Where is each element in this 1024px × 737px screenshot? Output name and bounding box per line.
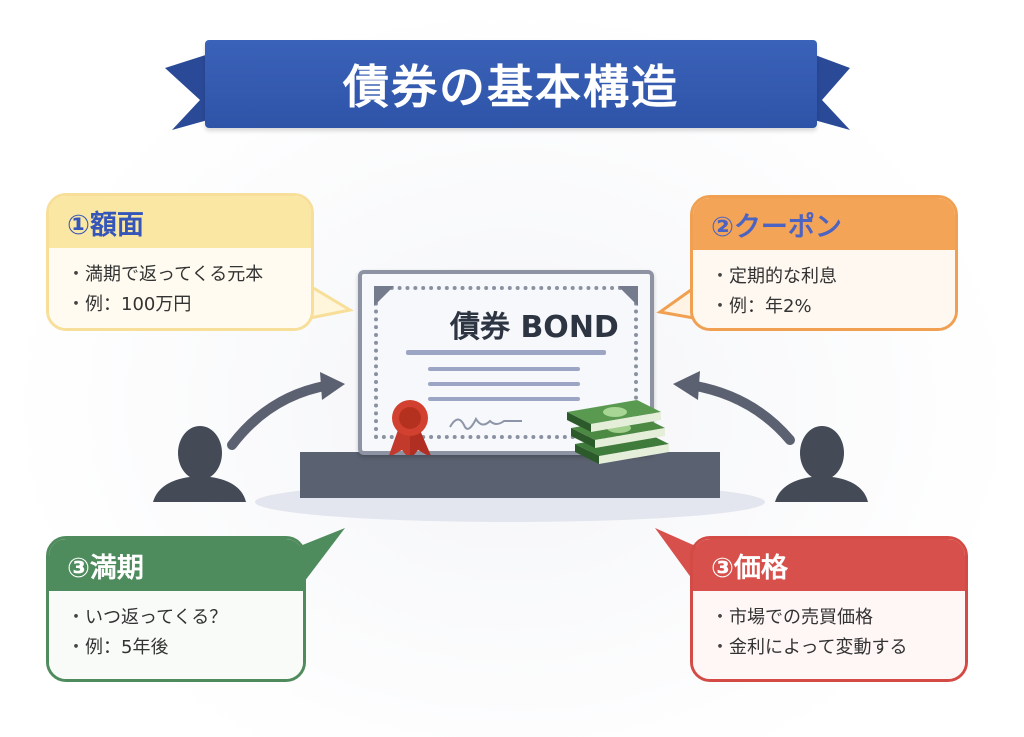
maturity-line: 例：5年後 — [67, 633, 285, 663]
investor-right-icon — [775, 426, 868, 502]
face-value-line: 満期で返ってくる元本 — [67, 260, 293, 290]
price-heading: ③価格 — [693, 539, 965, 591]
certificate-border — [374, 286, 638, 439]
ribbon-tail-left — [165, 52, 215, 130]
money-stack-icon — [567, 400, 669, 464]
maturity-pointer — [295, 528, 345, 590]
maturity-body: いつ返ってくる？ 例：5年後 — [49, 591, 303, 679]
coupon-heading: ②クーポン — [693, 198, 955, 250]
page-title: 債券の基本構造 — [343, 60, 679, 114]
maturity-line: いつ返ってくる？ — [67, 603, 285, 633]
maturity-heading: ③満期 — [49, 539, 303, 591]
coupon-box: ②クーポン 定期的な利息 例：年2% — [690, 195, 958, 331]
face-value-line: 例：100万円 — [67, 290, 293, 320]
arrow-right-head — [673, 371, 700, 400]
seal-icon — [389, 400, 431, 455]
corner-ornament-icon — [618, 286, 638, 306]
price-box: ③価格 市場での売買価格 金利によって変動する — [690, 536, 968, 682]
title-banner: 債券の基本構造 — [205, 40, 817, 128]
price-line: 金利によって変動する — [711, 633, 947, 663]
pedestal — [300, 452, 720, 498]
face-value-box: ①額面 満期で返ってくる元本 例：100万円 — [46, 193, 314, 331]
investor-left-icon — [153, 426, 246, 502]
text-line — [428, 397, 580, 401]
banknote-icon — [567, 400, 661, 432]
arrow-left-head — [320, 372, 345, 400]
price-line: 市場での売買価格 — [711, 603, 947, 633]
arrow-right-curve — [685, 380, 795, 445]
ribbon-tail-right — [807, 52, 850, 130]
text-line — [428, 367, 580, 371]
text-line — [406, 350, 606, 355]
certificate-title: 債券 BOND — [450, 310, 619, 345]
arrow-left-curve — [227, 380, 335, 450]
text-line — [428, 382, 580, 386]
face-value-heading: ①額面 — [49, 196, 311, 248]
certificate-details — [374, 286, 638, 455]
signature-icon — [449, 416, 522, 430]
maturity-box: ③満期 いつ返ってくる？ 例：5年後 — [46, 536, 306, 682]
coupon-line: 定期的な利息 — [711, 262, 937, 292]
coupon-body: 定期的な利息 例：年2% — [693, 250, 955, 328]
price-pointer — [655, 528, 700, 590]
face-value-body: 満期で返ってくる元本 例：100万円 — [49, 248, 311, 328]
price-body: 市場での売買価格 金利によって変動する — [693, 591, 965, 679]
corner-ornament-icon — [374, 286, 394, 306]
coupon-line: 例：年2% — [711, 292, 937, 322]
